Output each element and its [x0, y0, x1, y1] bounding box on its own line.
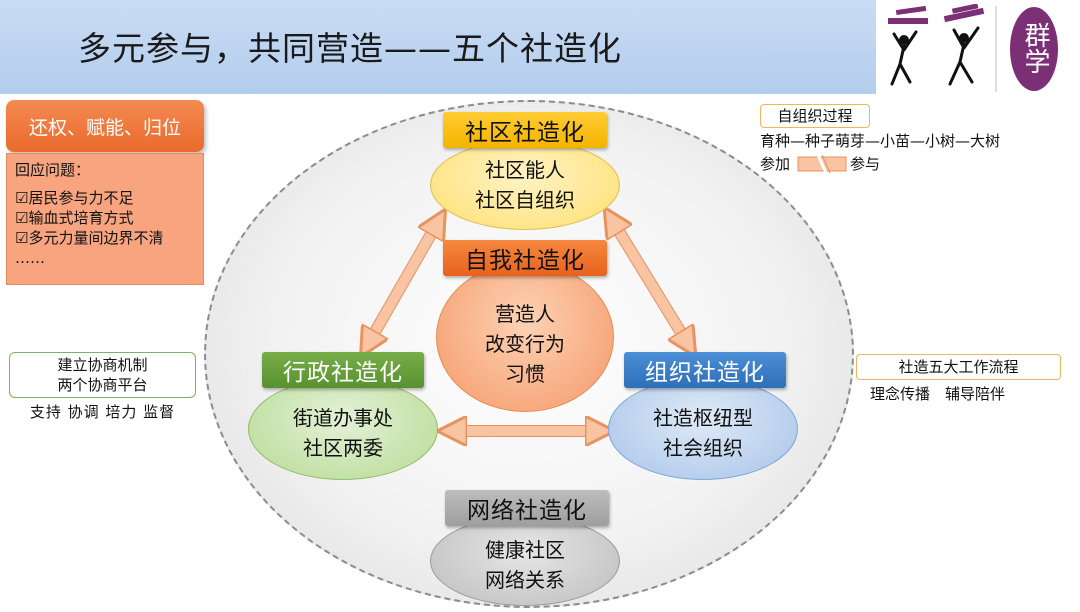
self-organization-box: 自组织过程	[760, 104, 870, 128]
transition-arrow-icon	[797, 154, 847, 174]
workflow-box: 社造五大工作流程	[856, 354, 1061, 380]
workflow-subline: 理念传播 辅导陪伴	[870, 385, 1006, 403]
mechanism-line: 建立协商机制	[57, 356, 148, 374]
network-label: 网络社造化	[445, 490, 609, 526]
admin-line: 街道办事处	[293, 406, 393, 430]
org-line: 社造枢纽型	[653, 406, 753, 430]
logo-figures-icon	[888, 3, 1058, 92]
logo: 群学	[886, 3, 1076, 94]
org-label: 组织社造化	[624, 352, 786, 388]
network-line: 健康社区	[485, 538, 565, 562]
problem-item: ☑多元力量间边界不清	[15, 229, 164, 247]
self-line: 营造人	[495, 302, 555, 326]
org-blob: 社造枢纽型 社会组织	[608, 378, 798, 480]
self-line: 习惯	[505, 362, 545, 386]
community-label: 社区社造化	[443, 112, 607, 148]
community-line: 社区能人	[485, 158, 565, 182]
org-line: 社会组织	[663, 436, 743, 460]
from-label: 参加	[760, 155, 791, 173]
mechanism-subline: 支持 协调 培力 监督	[29, 403, 176, 421]
community-blob: 社区能人 社区自组织	[430, 140, 620, 230]
mechanism-box: 建立协商机制 两个协商平台	[9, 352, 196, 398]
problems-heading: 回应问题：	[15, 161, 91, 179]
self-line: 改变行为	[485, 332, 565, 356]
network-blob: 健康社区 网络关系	[430, 516, 620, 606]
logo-stamp-text: 群学	[1020, 22, 1050, 74]
self-blob: 营造人 改变行为 习惯	[436, 262, 614, 412]
network-line: 网络关系	[485, 568, 565, 592]
admin-line: 社区两委	[303, 436, 383, 460]
admin-label: 行政社造化	[262, 352, 424, 388]
problem-item: ……	[15, 249, 45, 267]
mechanism-line: 两个协商平台	[57, 376, 148, 394]
empowerment-label: 还权、赋能、归位	[6, 100, 204, 152]
problems-panel: 回应问题： ☑居民参与力不足 ☑输血式培育方式 ☑多元力量间边界不清 ……	[6, 153, 204, 285]
admin-blob: 街道办事处 社区两委	[248, 378, 438, 480]
problem-item: ☑居民参与力不足	[15, 189, 134, 207]
self-label: 自我社造化	[443, 240, 607, 276]
problem-item: ☑输血式培育方式	[15, 209, 134, 227]
to-label: 参与	[850, 155, 881, 173]
community-line: 社区自组织	[475, 188, 575, 212]
growth-sequence: 育种—种子萌芽—小苗—小树—大树	[760, 132, 1001, 150]
page-title: 多元参与，共同营造——五个社造化	[78, 29, 622, 68]
title-band	[0, 0, 876, 94]
